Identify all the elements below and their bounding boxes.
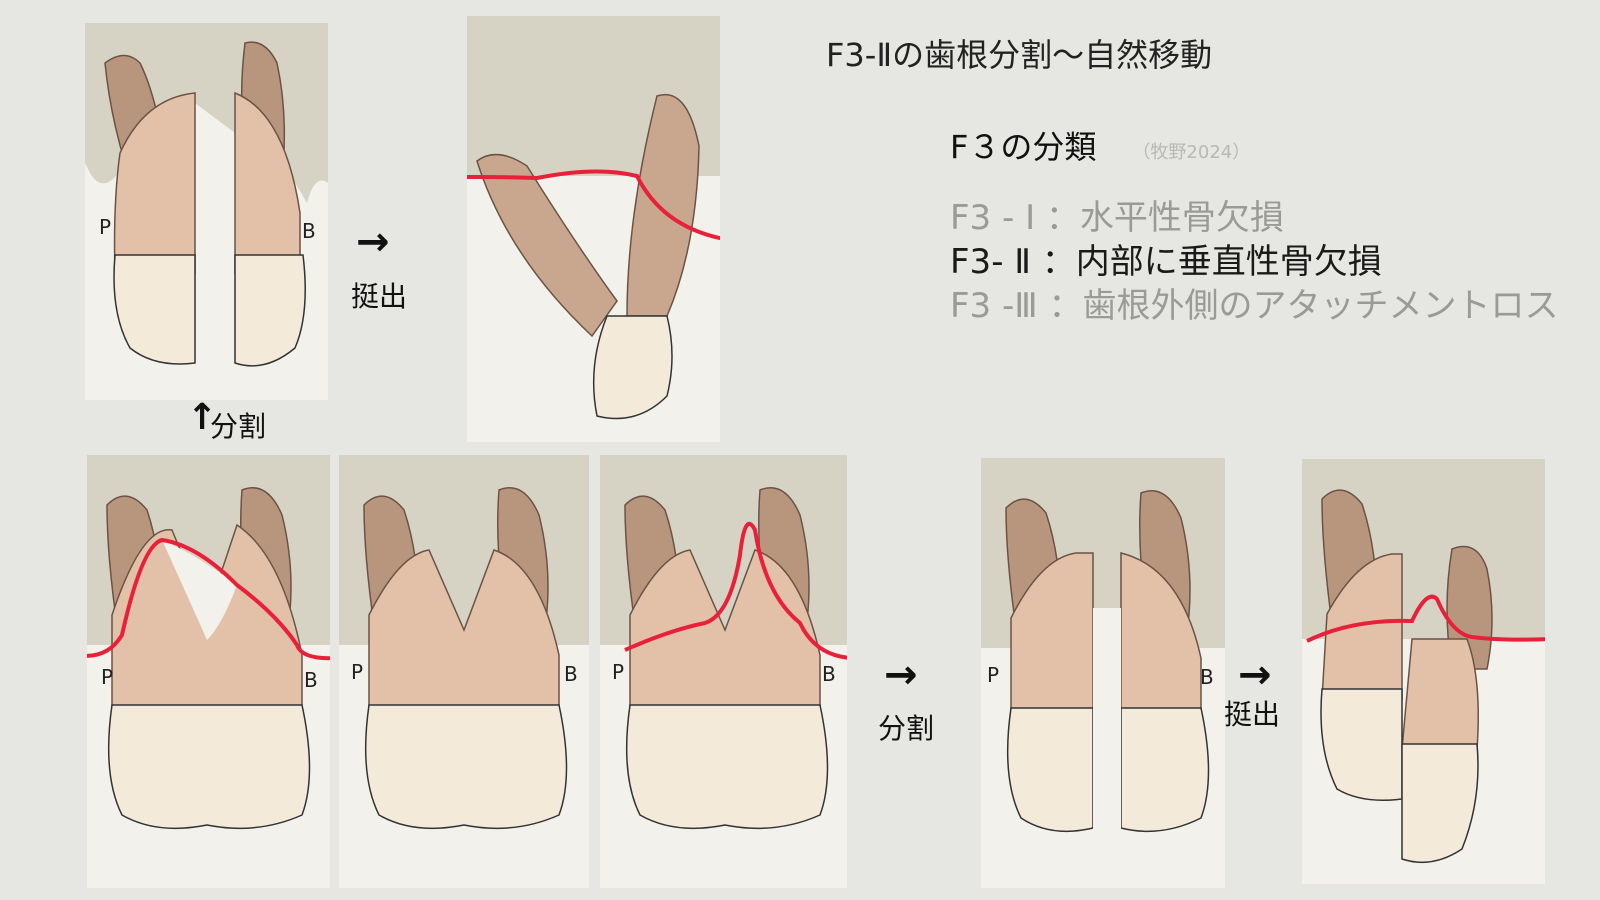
tooth-divided-illustration [85,23,328,400]
label-b: B [822,662,836,686]
classification-item-1: F3 - Ⅰ ：水平性骨欠損 [950,190,1284,239]
step-label-extrude-bottom: 挺出 [1224,693,1280,733]
panel-bottom-3: P B [600,455,847,888]
label-p: P [987,663,999,687]
panel-bottom-5 [1302,459,1545,884]
step-label-extrude-top: 挺出 [351,275,407,315]
classification-item-3: F3 -Ⅲ ：歯根外側のアタッチメントロス [950,278,1559,327]
classification-source: （牧野2024） [1132,142,1250,163]
tooth-healthy-illustration [339,455,589,888]
label-p: P [351,660,363,684]
label-p: P [99,215,111,239]
panel-top-extruded [467,16,720,442]
tooth-bone-loss-illustration [87,455,330,888]
tooth-extruded-illustration [467,16,720,442]
right-arrow-icon: → [1238,655,1272,695]
label-p: P [101,665,113,689]
panel-bottom-2: P B [339,455,589,888]
tooth-extruded-bottom-illustration [1302,459,1545,884]
classification-item-2: F3- Ⅱ ：内部に垂直性骨欠損 [950,234,1382,283]
classification-heading: F３の分類 （牧野2024） [950,122,1250,168]
label-b: B [302,219,316,243]
page-title: F3-Ⅱの歯根分割～自然移動 [826,30,1212,76]
tooth-divided-bottom-illustration [981,458,1225,888]
right-arrow-icon: → [884,655,918,695]
label-b: B [564,662,578,686]
right-arrow-icon: → [356,222,390,262]
classification-title: F３の分類 [950,128,1096,166]
step-label-divide-bottom: 分割 [878,707,934,747]
panel-bottom-1: P B [87,455,330,888]
step-label-divide-up: 分割 [210,405,266,445]
tooth-vertical-defect-illustration [600,455,847,888]
panel-bottom-4: P B [981,458,1225,888]
label-b: B [1200,665,1214,689]
panel-top-divided: P B [85,23,328,400]
label-p: P [612,660,624,684]
label-b: B [304,668,318,692]
